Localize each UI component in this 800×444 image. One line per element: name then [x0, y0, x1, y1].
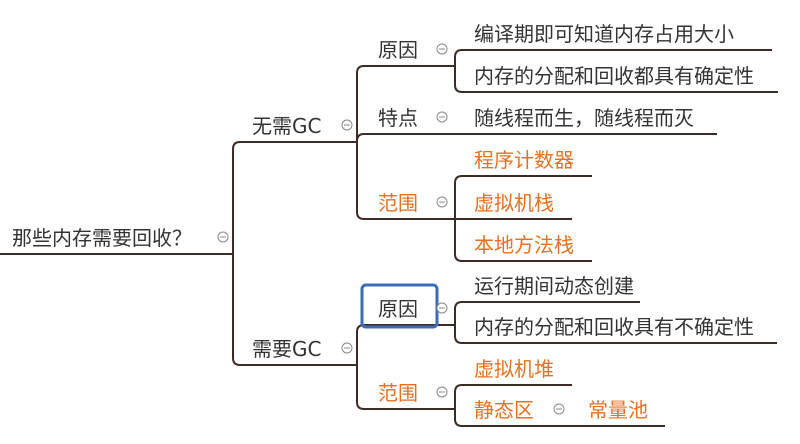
circle-minus-icon[interactable]	[553, 403, 565, 415]
mind-map-node-label[interactable]: 特点	[378, 106, 418, 130]
branch-connector	[454, 66, 463, 93]
branch-connector	[356, 142, 365, 220]
branch-connector	[454, 325, 463, 344]
circle-minus-icon[interactable]	[436, 43, 448, 55]
branch-connector	[454, 49, 463, 66]
circle-minus-icon[interactable]	[436, 111, 448, 123]
mind-map-node-label[interactable]: 运行期间动态创建	[474, 274, 634, 298]
mind-map-node-label[interactable]: 程序计数器	[474, 148, 574, 172]
branch-connector	[454, 384, 463, 409]
mind-map-node-label[interactable]: 原因	[378, 297, 418, 321]
mind-map-node-label[interactable]: 原因	[378, 38, 418, 62]
mind-map-node-label[interactable]: 那些内存需要回收？	[12, 226, 192, 250]
branch-connector	[356, 324, 365, 365]
mind-map-node-label[interactable]: 内存的分配和回收都具有确定性	[474, 64, 754, 88]
mind-map-node-label[interactable]: 编译期即可知道内存占用大小	[474, 22, 734, 46]
mind-map-node-label[interactable]: 范围	[378, 191, 418, 215]
branch-connector	[454, 409, 463, 427]
mind-map-node-label[interactable]: 需要GC	[252, 337, 321, 361]
branch-connector	[454, 301, 463, 325]
mind-map-node-label[interactable]: 无需GC	[252, 114, 321, 138]
mind-map-node-label[interactable]: 内存的分配和回收具有不确定性	[474, 315, 754, 339]
mind-map-node-label[interactable]: 虚拟机堆	[474, 357, 554, 381]
mind-map-node-label[interactable]: 本地方法栈	[474, 233, 574, 257]
branch-connector	[356, 365, 365, 410]
mind-map-node-label[interactable]: 虚拟机栈	[474, 191, 554, 215]
mind-map-node-label[interactable]: 静态区	[474, 398, 534, 422]
circle-minus-icon[interactable]	[341, 119, 353, 131]
mind-map-node-label[interactable]: 范围	[378, 381, 418, 405]
mind-map-nodes: 那些内存需要回收？ 无需GC 原因 编译期即可知道内存占用大小内存的分配和回收都具有确…	[12, 22, 754, 422]
branch-connector	[454, 219, 463, 262]
mind-map-node-label[interactable]: 常量池	[588, 398, 648, 422]
circle-minus-icon[interactable]	[341, 342, 353, 354]
circle-minus-icon[interactable]	[436, 302, 448, 314]
circle-minus-icon[interactable]	[436, 196, 448, 208]
branch-connector	[232, 254, 241, 366]
branch-connector	[356, 65, 365, 142]
branch-connector	[356, 133, 365, 142]
circle-minus-icon[interactable]	[217, 231, 229, 243]
circle-minus-icon[interactable]	[436, 386, 448, 398]
mind-map-node-label[interactable]: 随线程而生，随线程而灭	[474, 106, 694, 130]
branch-connector	[232, 141, 241, 254]
connector-lines	[0, 49, 778, 427]
branch-connector	[454, 175, 463, 219]
